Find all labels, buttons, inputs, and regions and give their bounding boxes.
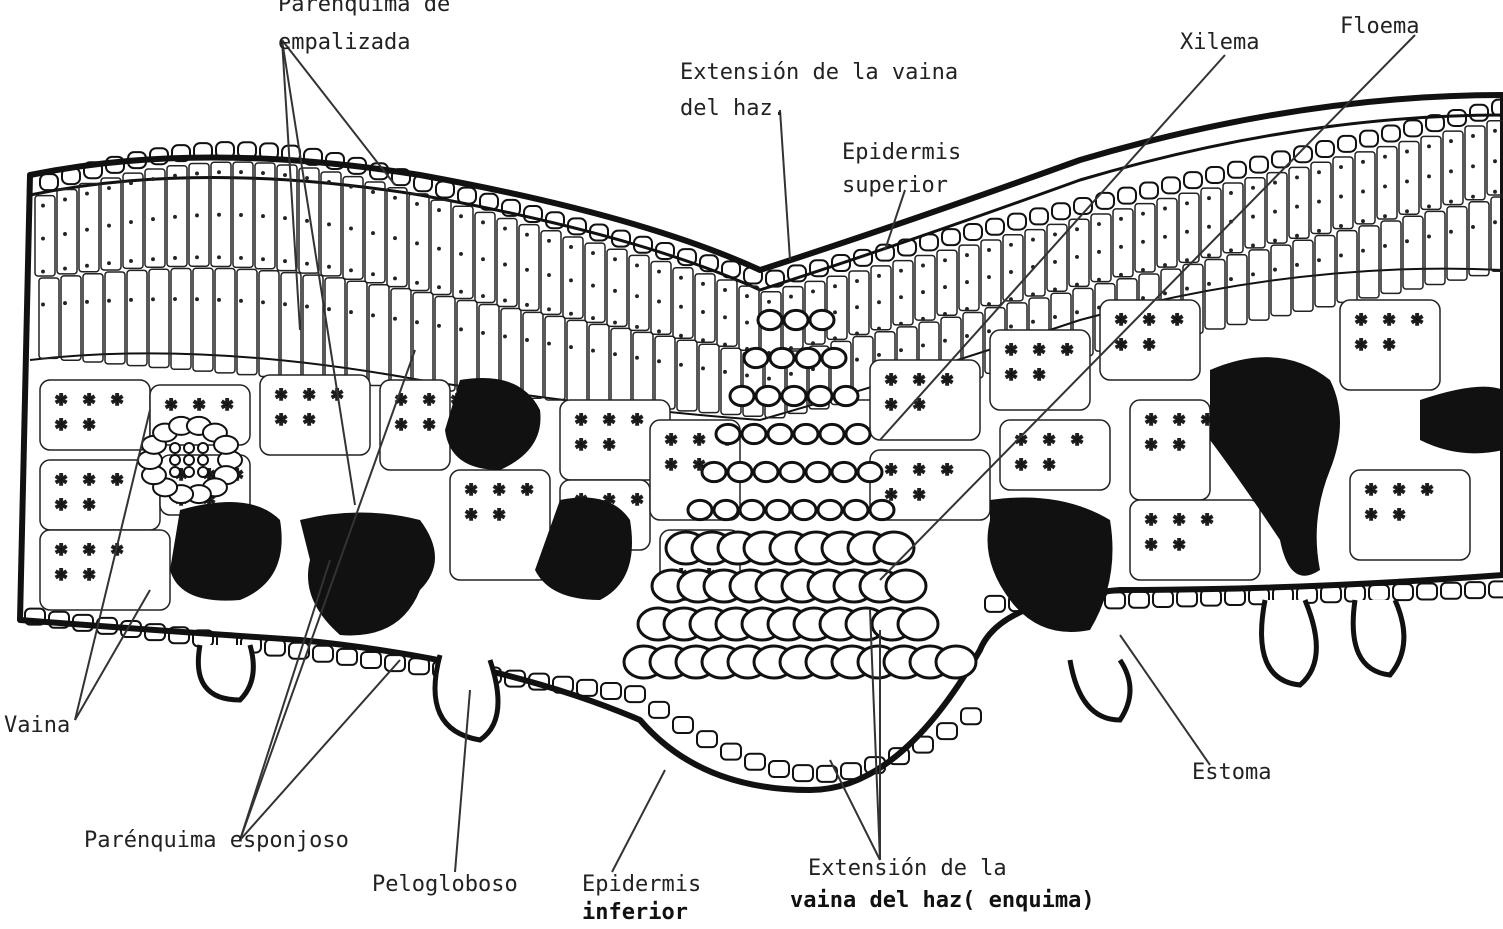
svg-text:✱: ✱ xyxy=(1043,451,1055,475)
svg-text:✱: ✱ xyxy=(1173,506,1185,530)
svg-text:✱: ✱ xyxy=(1173,431,1185,455)
svg-text:✱: ✱ xyxy=(275,381,287,405)
svg-text:✱: ✱ xyxy=(423,411,435,435)
label-parenquima-empalizada-line2: empalizada xyxy=(278,30,410,56)
svg-text:✱: ✱ xyxy=(395,411,407,435)
svg-text:✱: ✱ xyxy=(941,456,953,480)
label-parenquima-esponjoso: Parénquima esponjoso xyxy=(84,828,349,854)
svg-text:✱: ✱ xyxy=(111,386,123,410)
svg-text:✱: ✱ xyxy=(693,426,705,450)
svg-text:✱: ✱ xyxy=(913,366,925,390)
svg-text:✱: ✱ xyxy=(1033,361,1045,385)
label-extension-vaina-top-line2: del haz. xyxy=(680,96,786,122)
svg-text:✱: ✱ xyxy=(1145,531,1157,555)
svg-text:✱: ✱ xyxy=(1383,306,1395,330)
svg-text:✱: ✱ xyxy=(1143,331,1155,355)
svg-text:✱: ✱ xyxy=(303,381,315,405)
svg-text:✱: ✱ xyxy=(1043,426,1055,450)
svg-text:✱: ✱ xyxy=(1033,336,1045,360)
svg-text:✱: ✱ xyxy=(493,476,505,500)
svg-text:✱: ✱ xyxy=(913,456,925,480)
svg-text:✱: ✱ xyxy=(913,391,925,415)
svg-text:✱: ✱ xyxy=(221,391,233,415)
svg-text:✱: ✱ xyxy=(465,501,477,525)
svg-text:✱: ✱ xyxy=(83,386,95,410)
svg-text:✱: ✱ xyxy=(83,536,95,560)
svg-text:✱: ✱ xyxy=(1393,501,1405,525)
svg-text:✱: ✱ xyxy=(83,411,95,435)
svg-text:✱: ✱ xyxy=(1015,451,1027,475)
svg-text:✱: ✱ xyxy=(1365,501,1377,525)
svg-text:✱: ✱ xyxy=(193,391,205,415)
svg-text:✱: ✱ xyxy=(1173,406,1185,430)
svg-text:✱: ✱ xyxy=(885,391,897,415)
svg-text:✱: ✱ xyxy=(885,366,897,390)
label-vaina: Vaina xyxy=(4,713,70,739)
svg-text:✱: ✱ xyxy=(83,561,95,585)
label-parenquima-empalizada-line1: Parénquima de xyxy=(278,0,450,18)
label-xilema: Xilema xyxy=(1180,30,1259,56)
svg-text:✱: ✱ xyxy=(275,406,287,430)
svg-text:✱: ✱ xyxy=(1171,306,1183,330)
label-pelogloboso: Pelogloboso xyxy=(372,872,518,898)
svg-text:✱: ✱ xyxy=(55,466,67,490)
label-epidermis-superior-line1: Epidermis xyxy=(842,140,961,166)
label-estoma: Estoma xyxy=(1192,760,1271,786)
svg-text:✱: ✱ xyxy=(631,406,643,430)
svg-text:✱: ✱ xyxy=(665,426,677,450)
svg-text:✱: ✱ xyxy=(83,466,95,490)
svg-text:✱: ✱ xyxy=(55,561,67,585)
svg-text:✱: ✱ xyxy=(1005,361,1017,385)
svg-text:✱: ✱ xyxy=(1115,306,1127,330)
svg-text:✱: ✱ xyxy=(1005,336,1017,360)
svg-text:✱: ✱ xyxy=(1383,331,1395,355)
svg-text:✱: ✱ xyxy=(1355,331,1367,355)
svg-text:✱: ✱ xyxy=(913,481,925,505)
svg-text:✱: ✱ xyxy=(1173,531,1185,555)
svg-text:✱: ✱ xyxy=(1145,431,1157,455)
svg-text:✱: ✱ xyxy=(1071,426,1083,450)
label-floema: Floema xyxy=(1340,14,1419,40)
label-epidermis-inferior-line1: Epidermis xyxy=(582,872,701,898)
svg-text:✱: ✱ xyxy=(493,501,505,525)
svg-text:✱: ✱ xyxy=(665,451,677,475)
lateral-bundle xyxy=(138,417,242,503)
svg-text:✱: ✱ xyxy=(423,386,435,410)
svg-text:✱: ✱ xyxy=(1393,476,1405,500)
svg-text:✱: ✱ xyxy=(165,391,177,415)
svg-text:✱: ✱ xyxy=(603,406,615,430)
svg-text:✱: ✱ xyxy=(631,486,643,510)
label-epidermis-superior-line2: superior xyxy=(842,173,948,199)
svg-text:✱: ✱ xyxy=(1015,426,1027,450)
label-epidermis-inferior-line2: inferior xyxy=(582,900,688,926)
svg-text:✱: ✱ xyxy=(83,491,95,515)
svg-text:✱: ✱ xyxy=(603,431,615,455)
label-extension-vaina-bottom-line2: vaina del haz( enquima) xyxy=(790,888,1095,914)
svg-text:✱: ✱ xyxy=(55,536,67,560)
svg-text:✱: ✱ xyxy=(55,411,67,435)
svg-text:✱: ✱ xyxy=(55,386,67,410)
svg-text:✱: ✱ xyxy=(1061,336,1073,360)
svg-text:✱: ✱ xyxy=(575,431,587,455)
svg-text:✱: ✱ xyxy=(1355,306,1367,330)
label-extension-vaina-bottom-line1: Extensión de la xyxy=(808,856,1007,882)
svg-text:✱: ✱ xyxy=(1145,506,1157,530)
svg-text:✱: ✱ xyxy=(1421,476,1433,500)
label-extension-vaina-top-line1: Extensión de la vaina xyxy=(680,60,958,86)
svg-text:✱: ✱ xyxy=(575,406,587,430)
svg-text:✱: ✱ xyxy=(1201,506,1213,530)
svg-text:✱: ✱ xyxy=(111,466,123,490)
svg-text:✱: ✱ xyxy=(1411,306,1423,330)
svg-text:✱: ✱ xyxy=(55,491,67,515)
svg-text:✱: ✱ xyxy=(303,406,315,430)
svg-text:✱: ✱ xyxy=(521,476,533,500)
svg-text:✱: ✱ xyxy=(465,476,477,500)
svg-text:✱: ✱ xyxy=(1145,406,1157,430)
svg-text:✱: ✱ xyxy=(1365,476,1377,500)
svg-text:✱: ✱ xyxy=(885,456,897,480)
